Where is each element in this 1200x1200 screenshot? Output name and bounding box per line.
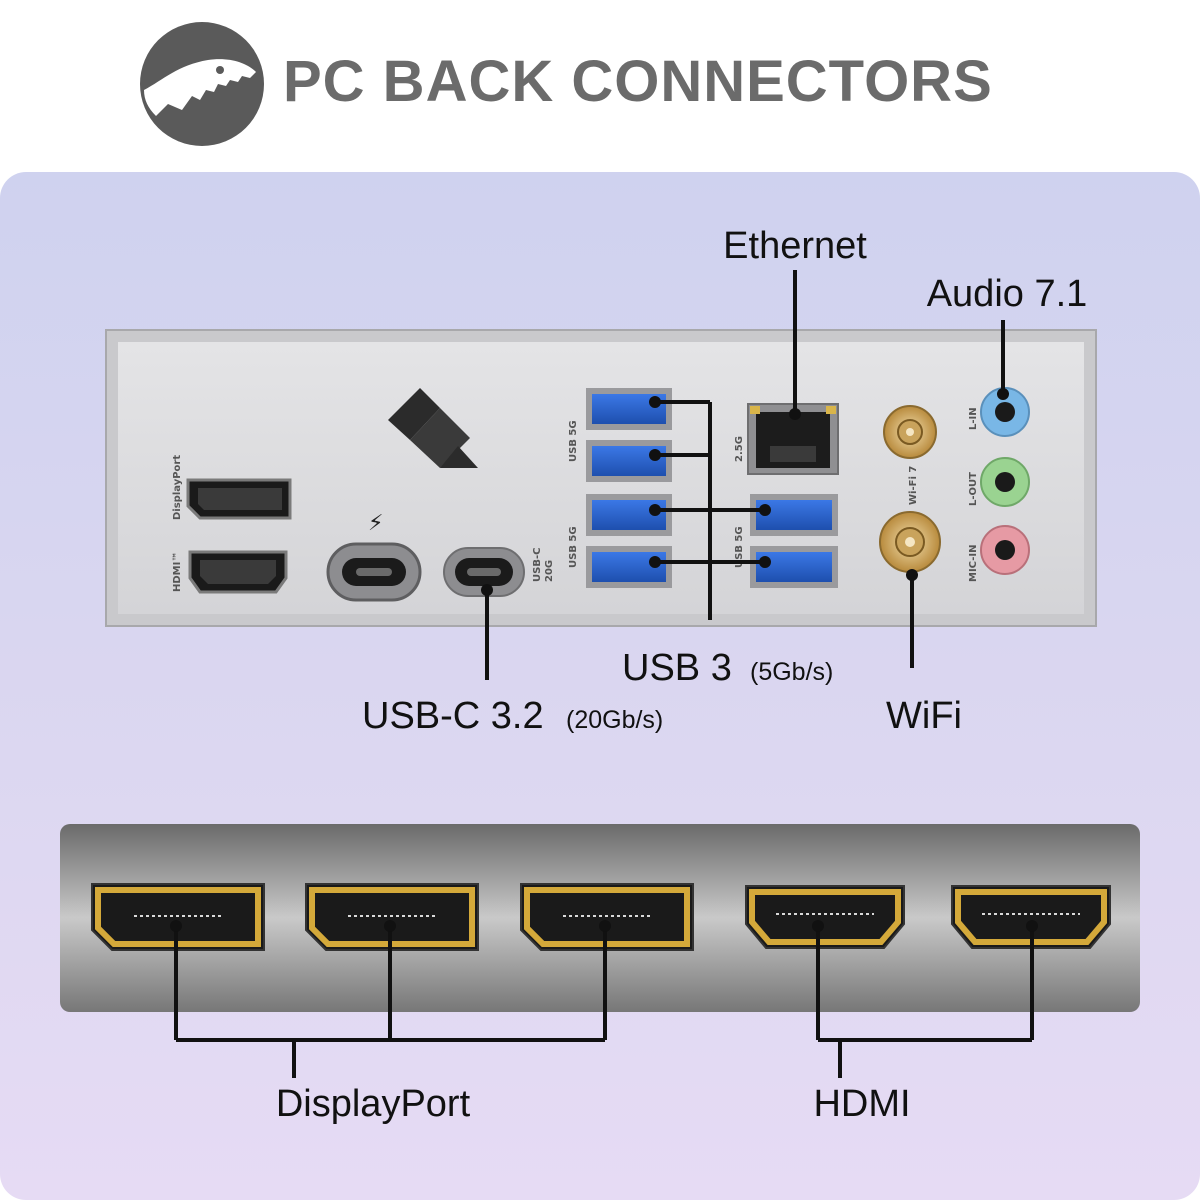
usb-a-port-1[interactable]	[586, 388, 672, 430]
dinosaur-skull-logo-icon	[140, 22, 264, 146]
usb-a-port-4[interactable]	[586, 546, 672, 588]
audio-line-in-jack[interactable]	[980, 387, 1030, 437]
gpu-hdmi-2[interactable]	[951, 885, 1111, 949]
usb-c-speed-callout: (20Gb/s)	[566, 706, 663, 734]
brand-logo-icon	[388, 388, 478, 468]
audio-line-out-jack[interactable]	[980, 457, 1030, 507]
shield-displayport-label: DisplayPort	[172, 455, 183, 520]
gpu-displayport-3[interactable]	[520, 883, 694, 951]
gpu-displayport-2[interactable]	[305, 883, 479, 951]
ethernet-callout: Ethernet	[723, 225, 867, 267]
usb3-speed-callout: (5Gb/s)	[750, 658, 833, 686]
usb-5g-label-lower: USB 5G	[568, 526, 579, 568]
usb-c-label: USB-C	[532, 548, 543, 582]
gpu-hdmi-1[interactable]	[745, 885, 905, 949]
wifi-antenna-connector-1[interactable]	[883, 405, 937, 459]
usb3-callout: USB 3	[622, 647, 732, 689]
page-title: PC BACK CONNECTORS	[283, 49, 993, 114]
leader-dots-bottom	[170, 920, 1038, 932]
shield-displayport-port[interactable]	[186, 478, 292, 520]
usb-a-port-3[interactable]	[586, 494, 672, 536]
usb-c-20g-port[interactable]	[443, 547, 525, 597]
usb-5g-label-upper: USB 5G	[568, 420, 579, 462]
audio-mic-in-jack[interactable]	[980, 525, 1030, 575]
wifi-label: Wi-Fi 7	[908, 466, 919, 505]
usb-5g-label-right: USB 5G	[734, 526, 745, 568]
audio-callout: Audio 7.1	[927, 273, 1088, 315]
header: PC BACK CONNECTORS	[0, 0, 1200, 165]
line-out-label: L-OUT	[968, 472, 979, 506]
wifi-antenna-connector-2[interactable]	[879, 511, 941, 573]
shield-hdmi-port[interactable]	[188, 550, 288, 594]
shield-hdmi-label: HDMI™	[172, 552, 183, 592]
displayport-callout: DisplayPort	[276, 1083, 471, 1125]
hdmi-callout: HDMI	[813, 1083, 910, 1125]
thunderbolt-usb-c-port[interactable]: ⚡	[326, 511, 422, 602]
line-in-label: L-IN	[968, 407, 979, 430]
leader-dots-top	[481, 388, 1009, 596]
leader-lines-top	[485, 270, 1005, 680]
wifi-callout: WiFi	[886, 695, 962, 737]
thunderbolt-icon: ⚡	[368, 511, 383, 536]
gpu-displayport-1[interactable]	[91, 883, 265, 951]
usb-c-callout: USB-C 3.2	[362, 695, 544, 737]
leader-lines-bottom	[174, 926, 1034, 1078]
usb-c-speed-label: 20G	[544, 560, 555, 582]
mic-in-label: MIC-IN	[968, 545, 979, 582]
lan-speed-label: 2.5G	[734, 436, 745, 462]
usb-a-port-2[interactable]	[586, 440, 672, 482]
